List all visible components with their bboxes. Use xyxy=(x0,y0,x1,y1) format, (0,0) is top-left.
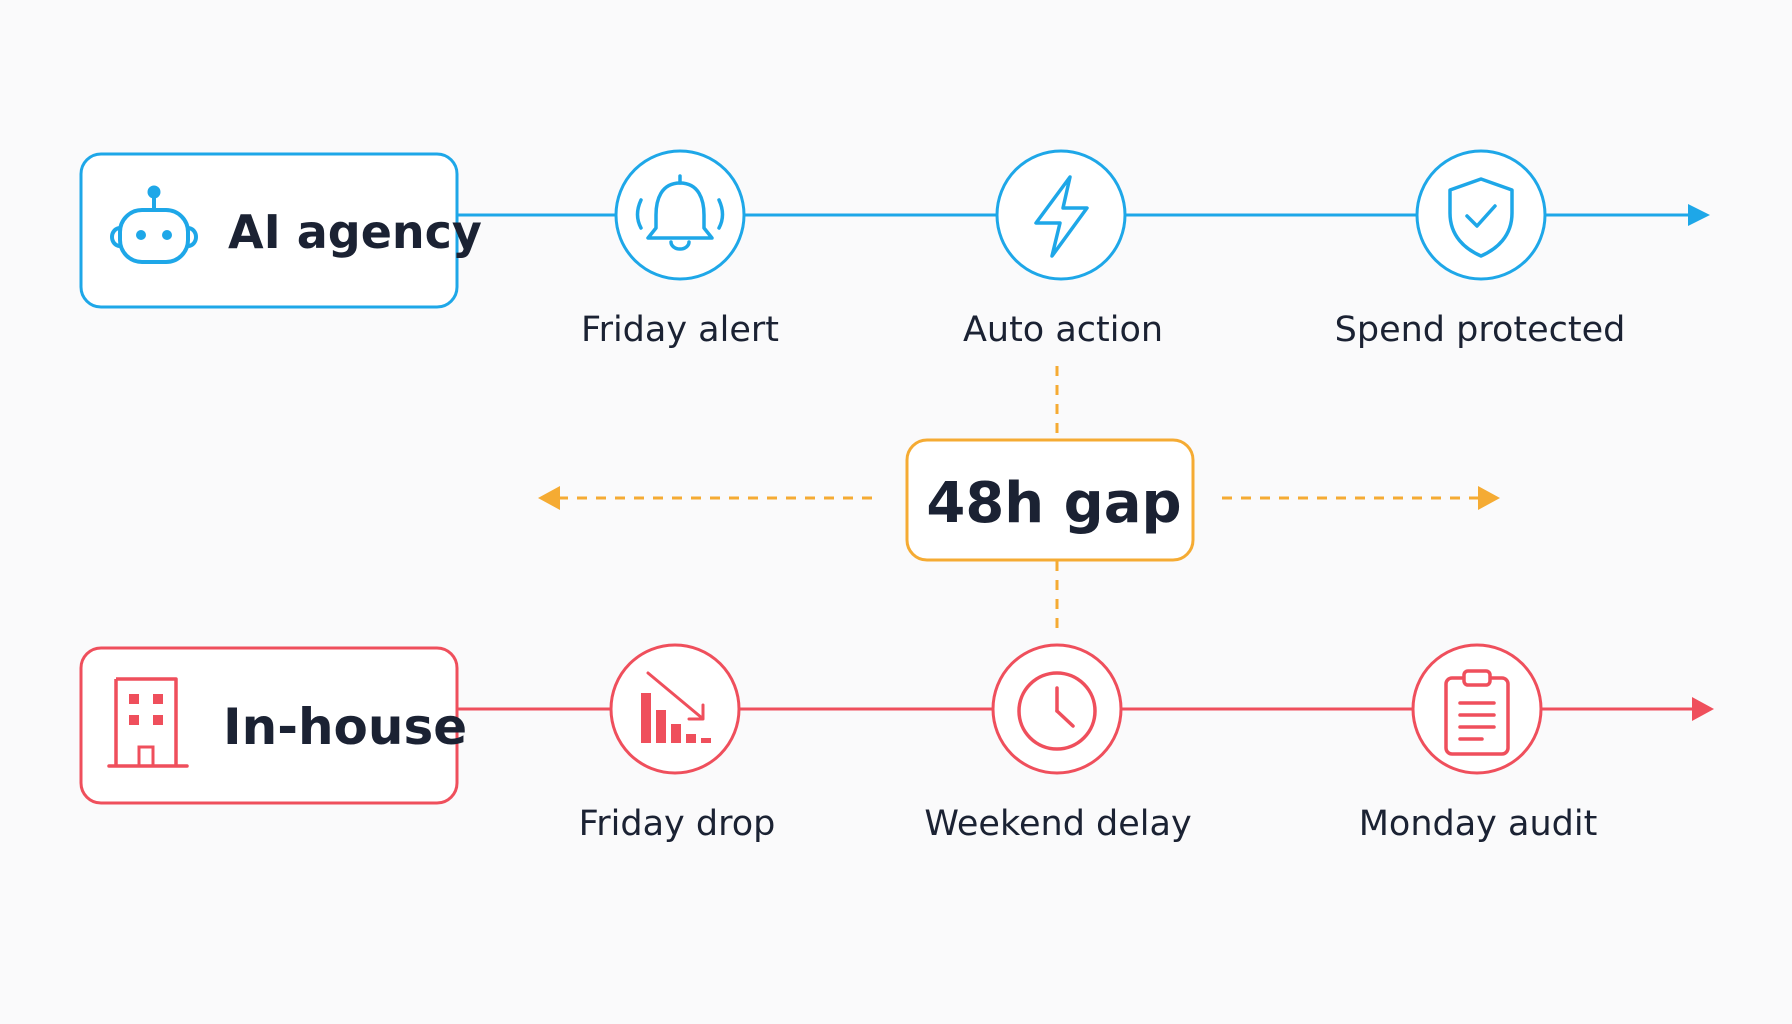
ai-step-circle xyxy=(614,149,746,281)
ai-step-circle xyxy=(1415,149,1547,281)
ai-step-spend-protected: Spend protected xyxy=(1335,149,1626,350)
inhouse-step-weekend-delay: Weekend delay xyxy=(924,643,1192,844)
clipboard-icon xyxy=(1444,669,1510,756)
ai-agency-box xyxy=(79,152,459,309)
ai-agency-lane: AI agency Friday alert Auto action xyxy=(79,149,1710,350)
ai-step-label: Spend protected xyxy=(1335,310,1626,350)
ai-step-auto-action: Auto action xyxy=(963,149,1163,350)
ai-step-label: Friday alert xyxy=(581,310,779,350)
inhouse-step-friday-drop: Friday drop xyxy=(579,643,776,844)
gap-box xyxy=(905,438,1195,562)
gap-arrowhead-right xyxy=(1478,486,1500,510)
lightning-icon xyxy=(1034,175,1089,258)
shield-check-icon xyxy=(1448,177,1514,258)
inhouse-step-label: Friday drop xyxy=(579,804,776,844)
chart-down-icon xyxy=(641,671,711,743)
inhouse-step-monday-audit: Monday audit xyxy=(1359,643,1598,844)
building-icon xyxy=(107,677,189,768)
bell-icon xyxy=(635,174,725,251)
inhouse-step-label: Weekend delay xyxy=(924,804,1191,844)
inhouse-title: In-house xyxy=(223,698,467,756)
inhouse-timeline-arrowhead xyxy=(1692,697,1714,721)
inhouse-step-circle xyxy=(609,643,741,775)
gap-arrowhead-left xyxy=(538,486,560,510)
ai-timeline-arrowhead xyxy=(1688,204,1710,226)
ai-step-label: Auto action xyxy=(963,310,1163,350)
ai-step-circle xyxy=(995,149,1127,281)
inhouse-lane: In-house Friday drop Weekend xyxy=(79,643,1714,844)
inhouse-step-label: Monday audit xyxy=(1359,804,1598,844)
ai-agency-title: AI agency xyxy=(228,205,482,259)
gap-indicator: 48h gap xyxy=(538,366,1500,636)
robot-icon xyxy=(110,185,198,264)
gap-label: 48h gap xyxy=(926,471,1181,536)
clock-icon xyxy=(1017,671,1097,751)
ai-step-friday-alert: Friday alert xyxy=(581,149,779,350)
